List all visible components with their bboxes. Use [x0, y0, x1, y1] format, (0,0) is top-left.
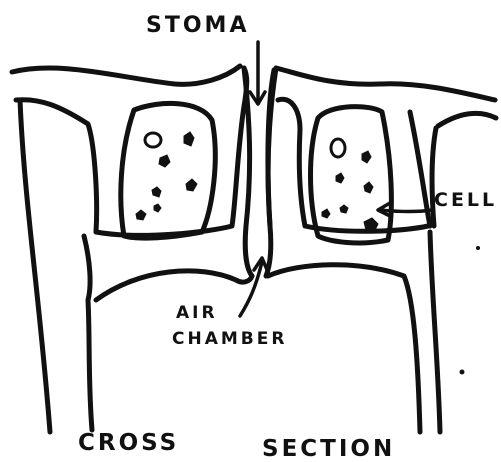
chamber-label: CHAMBER [172, 329, 287, 349]
air-chamber-arrow [240, 258, 268, 316]
left-lower-lip [96, 271, 252, 300]
left-bottom-wall [84, 236, 92, 430]
left-chloroplast [159, 155, 170, 167]
pore-left-lip [244, 68, 252, 276]
right-chloroplast [364, 182, 373, 193]
stoma-label: STOMA [146, 13, 249, 38]
left-outer-edge [12, 66, 240, 84]
speck [460, 370, 464, 374]
cell-arrow-shaft [380, 210, 432, 212]
right-chloroplast [340, 205, 348, 213]
right-tissue [268, 68, 496, 432]
right-vacuole [331, 139, 345, 157]
left-tissue [12, 66, 252, 432]
left-outer-wall [20, 100, 50, 432]
right-chloroplast [336, 173, 344, 183]
stoma-arrow [250, 42, 265, 104]
right-bottom-wall [430, 232, 440, 432]
cell-label: CELL [434, 189, 497, 211]
left-inner-band [96, 68, 247, 235]
right-guard-cell [311, 107, 392, 243]
right-chloroplast [362, 151, 371, 163]
right-outer-edge [276, 68, 495, 100]
left-chloroplast [154, 204, 161, 212]
section-label: SECTION [262, 436, 395, 462]
left-guard-cell [121, 103, 215, 238]
right-chloroplast [322, 209, 330, 218]
cross-label: CROSS [78, 430, 179, 456]
right-outer-wall [438, 113, 496, 126]
air-label: AIR [176, 303, 218, 323]
left-vacuole [145, 133, 161, 147]
left-chloroplast [184, 132, 194, 146]
right-cell-contents [322, 139, 378, 232]
left-chloroplast [186, 179, 197, 191]
left-cell-contents [136, 132, 197, 220]
speck [477, 247, 480, 250]
right-lower-lip [268, 265, 420, 432]
left-chloroplast [136, 210, 146, 220]
left-chloroplast [152, 187, 161, 197]
right-vertical-wall [410, 112, 430, 226]
pore-right-lip [266, 68, 276, 276]
